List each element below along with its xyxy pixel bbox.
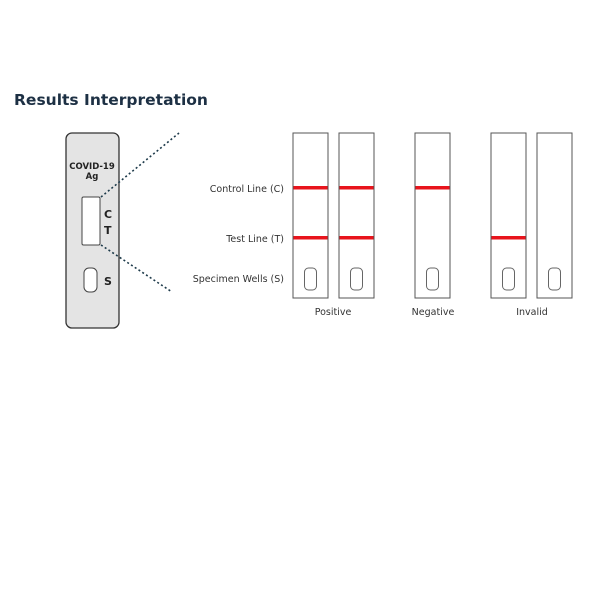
device-label-s: S: [104, 275, 112, 288]
strip-invalid-2: [536, 132, 573, 299]
control-line: [339, 186, 374, 190]
strip-specimen-well: [502, 267, 515, 291]
zoom-line-top: [100, 132, 180, 198]
label-specimen-wells: Specimen Wells (S): [193, 274, 284, 285]
test-line: [293, 236, 328, 240]
test-line: [339, 236, 374, 240]
test-line: [491, 236, 526, 240]
specimen-well: [83, 267, 98, 293]
strip-positive-2: [338, 132, 375, 299]
control-line: [415, 186, 450, 190]
test-device: COVID-19 Ag C T S: [65, 132, 180, 329]
strip-positive-1: [292, 132, 329, 299]
strip-outline: [414, 132, 451, 299]
strip-specimen-well: [548, 267, 561, 291]
result-window: [81, 196, 101, 246]
strip-negative-1: [414, 132, 451, 299]
strip-specimen-well: [426, 267, 439, 291]
device-subname: Ag: [86, 172, 99, 182]
strip-specimen-well: [304, 267, 317, 291]
page-title: Results Interpretation: [14, 91, 208, 109]
result-strips: [292, 132, 573, 299]
control-line: [293, 186, 328, 190]
group-label-invalid: Invalid: [516, 307, 548, 318]
group-label-negative: Negative: [412, 307, 455, 318]
device-label-c: C: [104, 208, 112, 221]
strip-specimen-well: [350, 267, 363, 291]
device-name: COVID-19: [69, 162, 115, 172]
group-label-positive: Positive: [315, 307, 352, 318]
zoom-line-bottom: [100, 244, 173, 293]
strip-invalid-1: [490, 132, 527, 299]
label-control-line: Control Line (C): [210, 184, 284, 195]
label-test-line: Test Line (T): [225, 234, 284, 245]
device-label-t: T: [104, 224, 112, 237]
